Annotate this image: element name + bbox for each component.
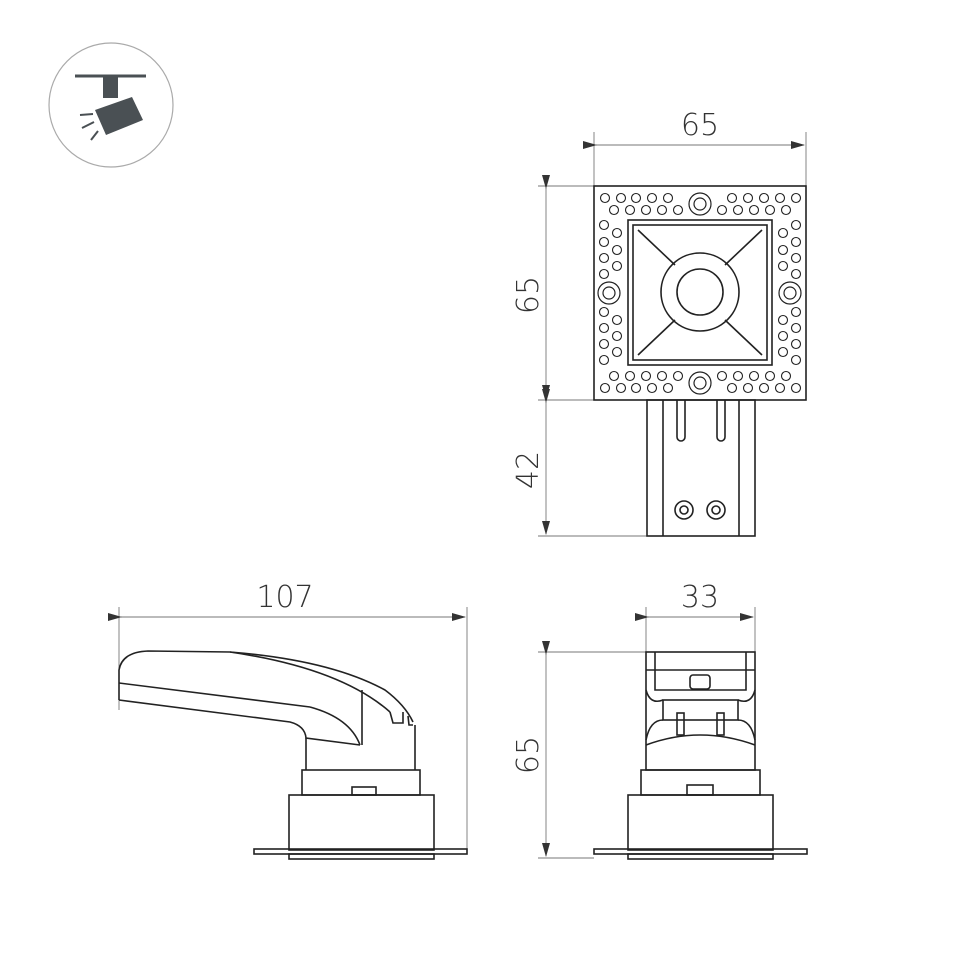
top-view: 65 65 42	[511, 108, 807, 537]
bracket-height-label: 42	[511, 451, 546, 489]
side-view: 107	[108, 580, 468, 860]
side-width-label: 107	[256, 580, 313, 615]
top-height-label: 65	[511, 276, 546, 314]
front-height-label: 65	[511, 736, 546, 774]
front-view: 33 65	[511, 580, 808, 860]
track-spotlight-icon	[48, 42, 174, 168]
top-width-label: 65	[681, 108, 719, 143]
front-width-label: 33	[681, 580, 719, 615]
